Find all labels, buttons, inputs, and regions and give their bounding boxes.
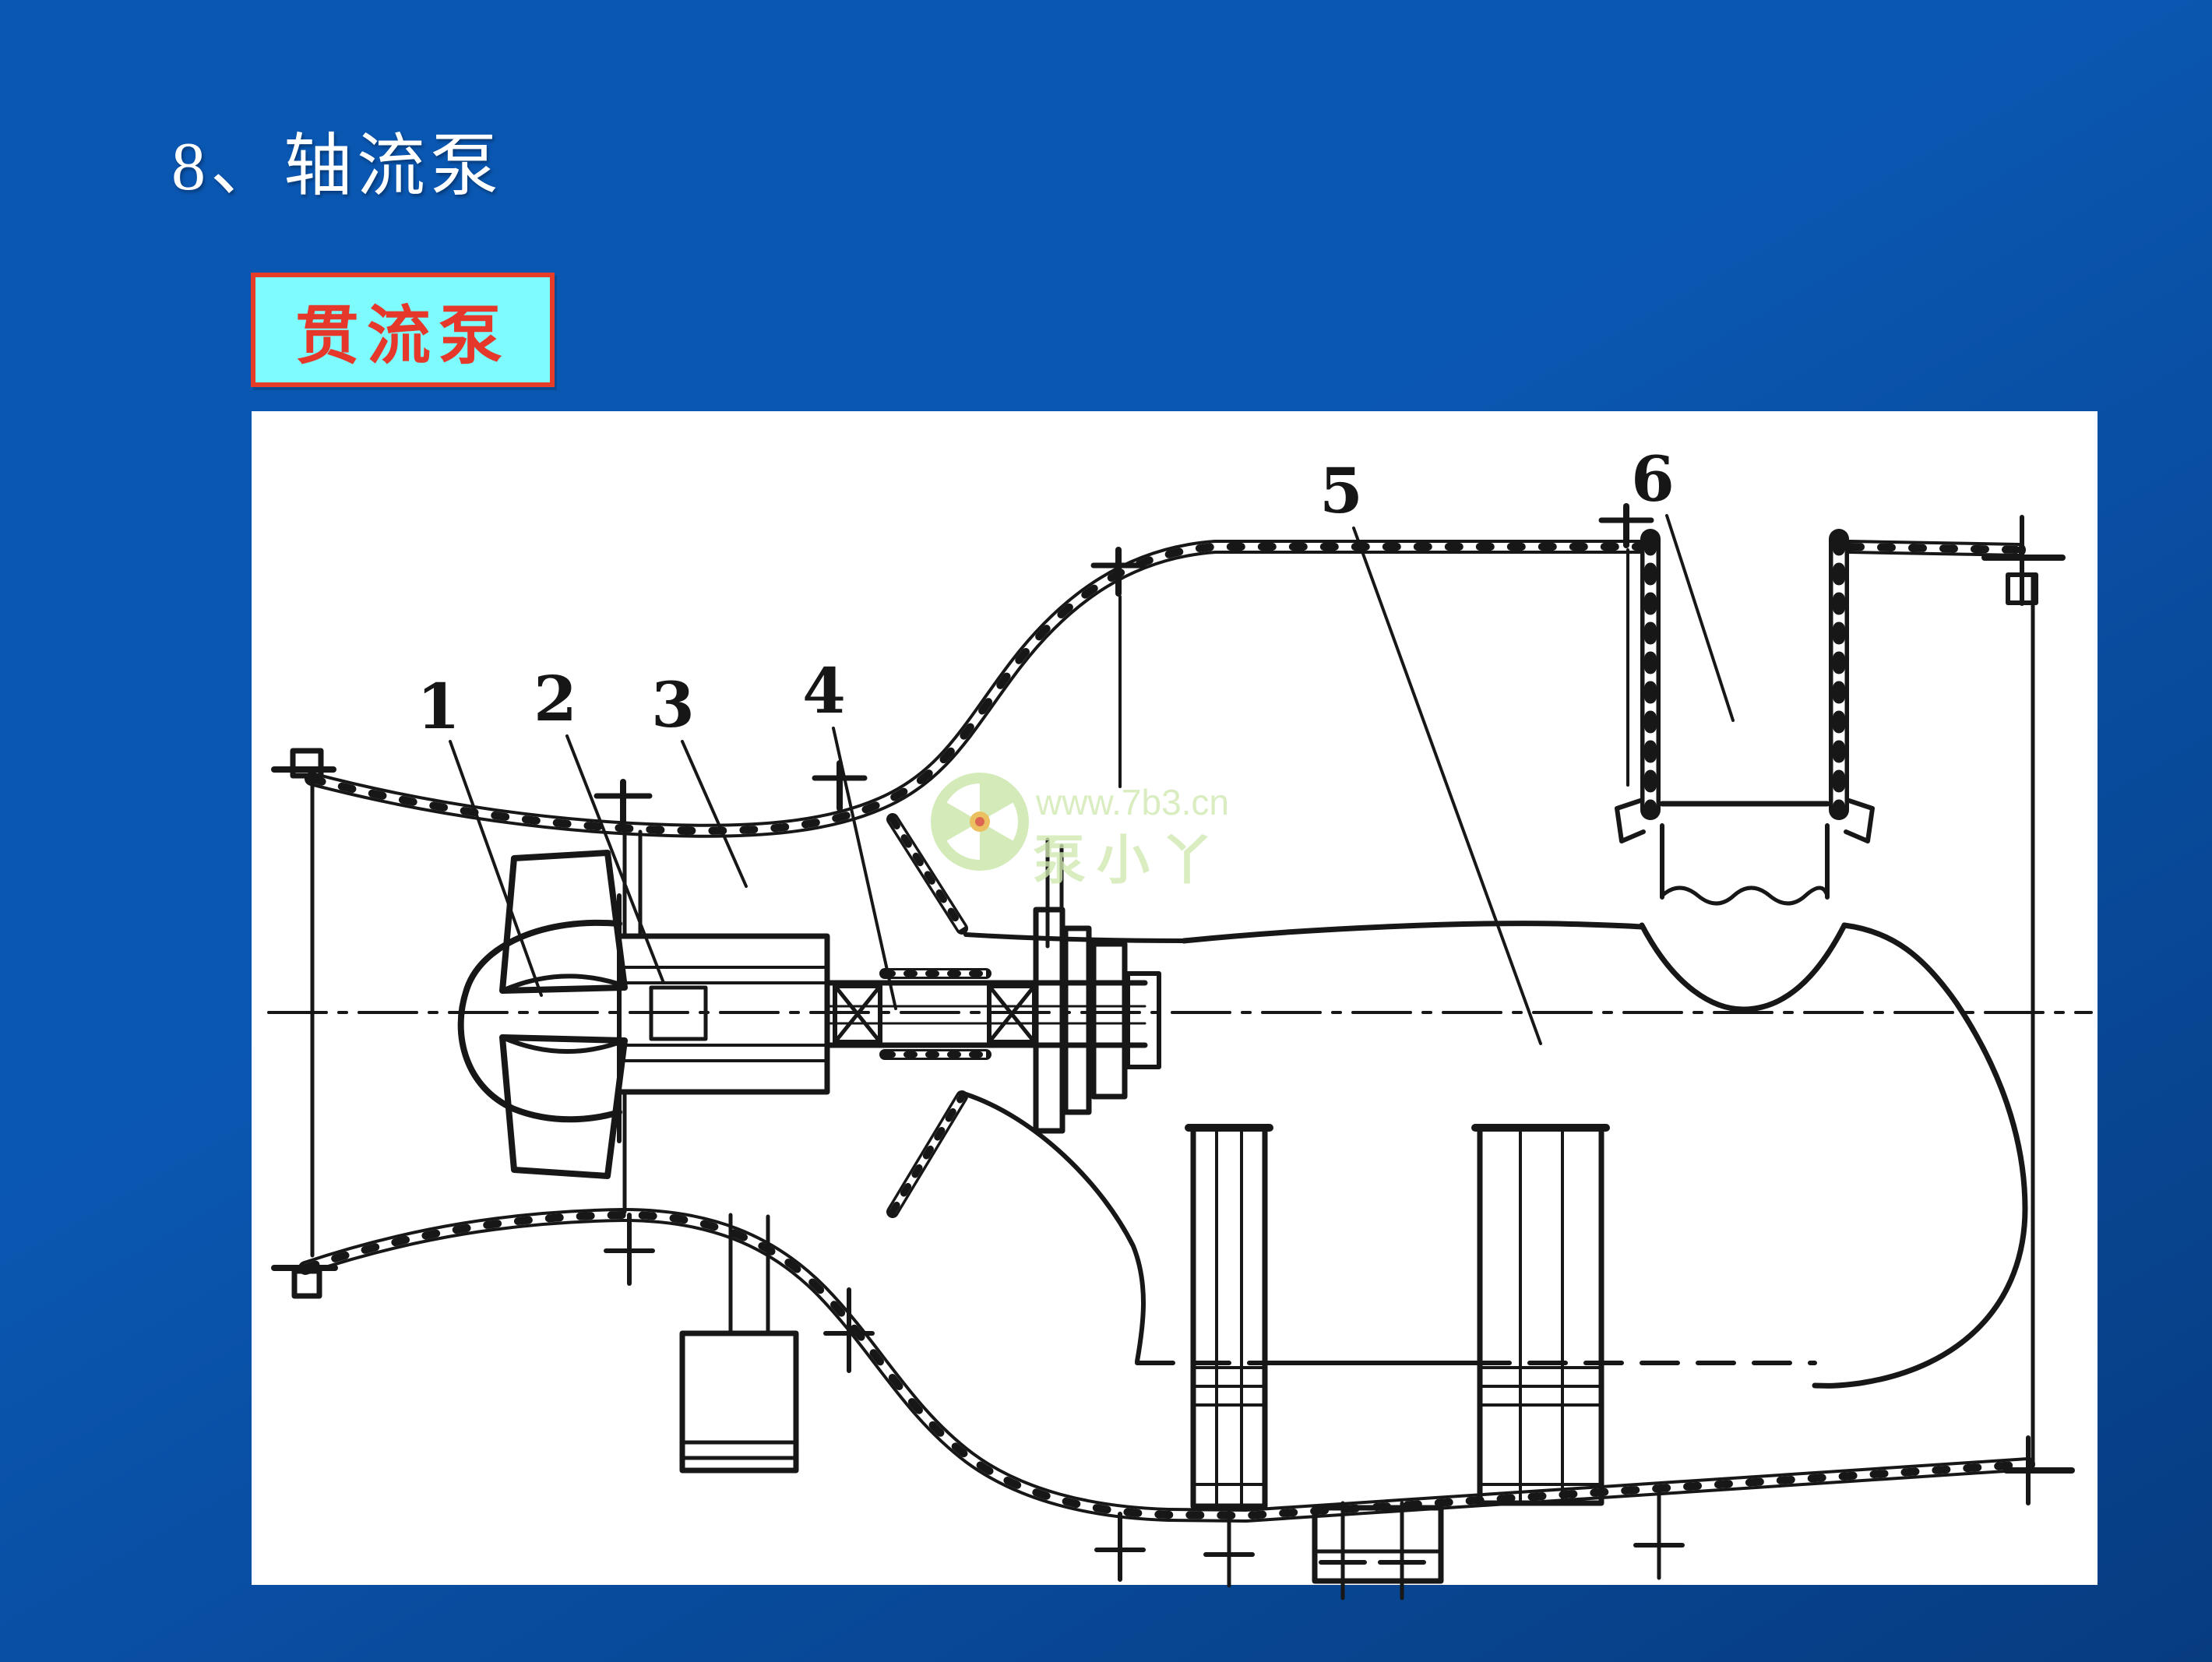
page-title: 8、轴流泵 [171, 129, 504, 205]
inlet-flanges-and-bolts [271, 503, 2075, 1582]
watermark-url: www.7b3.cn [1035, 782, 1229, 822]
callout-badge-label: 贯流泵 [294, 301, 510, 371]
part-labels: 1 2 3 4 5 6 [417, 442, 1675, 743]
watermark-name: 泵小丫 [1033, 831, 1224, 890]
supports-and-foundation [679, 1124, 1685, 1600]
access-shaft [1615, 529, 1875, 1012]
part-label-6: 6 [1631, 442, 1675, 516]
watermark-logo [931, 773, 1029, 871]
impeller-and-shaft-assembly [457, 828, 1161, 1214]
leader-lines [449, 514, 1735, 1045]
callout-badge: 贯流泵 [251, 273, 555, 387]
cone-support-braces [886, 813, 1064, 1218]
watermark: www.7b3.cn 泵小丫 [931, 773, 1229, 890]
part-label-5: 5 [1319, 454, 1363, 527]
part-label-3: 3 [651, 668, 695, 741]
diagram-panel [252, 411, 2098, 1585]
casing-walls [298, 540, 2035, 1523]
part-label-4: 4 [802, 654, 846, 727]
bulb-body [963, 921, 2028, 1389]
part-label-2: 2 [534, 662, 577, 735]
part-label-1: 1 [417, 670, 460, 743]
